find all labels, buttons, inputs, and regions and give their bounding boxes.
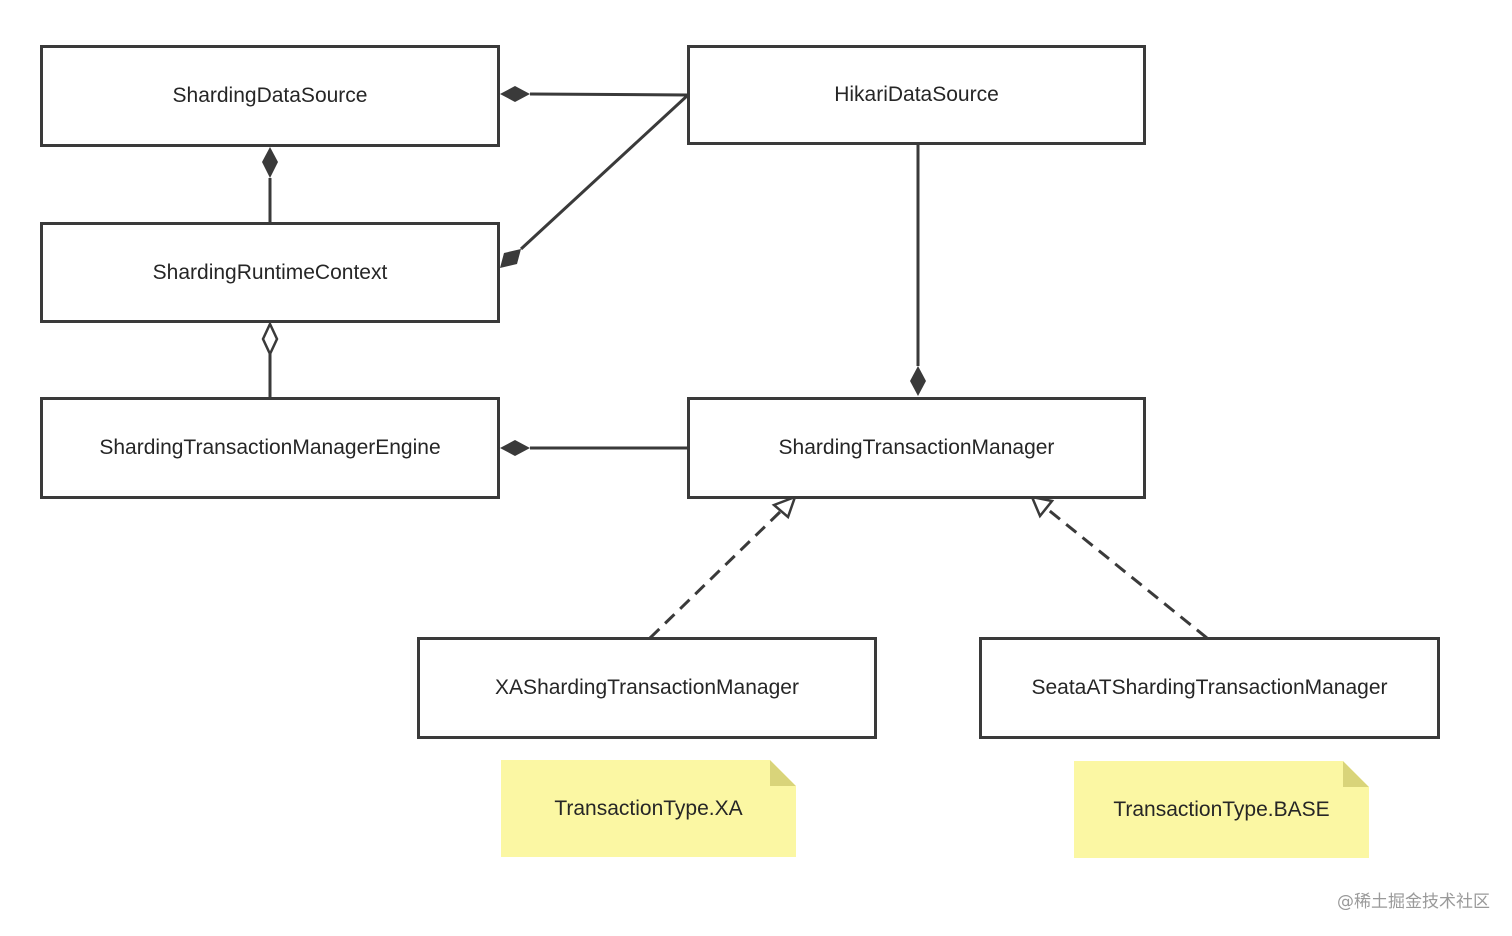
note-label: TransactionType.XA xyxy=(554,796,743,820)
class-box-seata-at-sharding-transaction-manager[interactable]: SeataATShardingTransactionManager xyxy=(979,637,1440,739)
composition-diamond-sharding-data-source-right xyxy=(500,86,530,102)
class-name-label: ShardingTransactionManagerEngine xyxy=(99,436,441,459)
composition-diamond-engine-right xyxy=(500,440,530,456)
class-name-label: HikariDataSource xyxy=(834,83,999,106)
link-hikari-to-sharding-data-source xyxy=(529,92,689,97)
composition-diamond-data-source-bottom xyxy=(262,147,278,178)
class-box-hikari-data-source[interactable]: HikariDataSource xyxy=(687,45,1146,145)
class-name-label: ShardingTransactionManager xyxy=(778,436,1055,459)
link-hikari-to-runtime-context xyxy=(519,93,690,251)
composition-diamond-runtime-context-right xyxy=(500,249,521,268)
note-transaction-type-xa[interactable]: TransactionType.XA xyxy=(501,760,796,857)
class-box-sharding-runtime-context[interactable]: ShardingRuntimeContext xyxy=(40,222,500,323)
note-label: TransactionType.BASE xyxy=(1113,797,1330,821)
composition-diamond-manager-top xyxy=(910,366,926,396)
class-name-label: ShardingDataSource xyxy=(172,84,368,107)
class-box-sharding-transaction-manager-engine[interactable]: ShardingTransactionManagerEngine xyxy=(40,397,500,499)
class-box-xa-sharding-transaction-manager[interactable]: XAShardingTransactionManager xyxy=(417,637,877,739)
link-seata-realizes-manager xyxy=(1045,506,1208,640)
class-name-label: SeataATShardingTransactionManager xyxy=(1031,676,1388,699)
link-xa-realizes-manager xyxy=(648,509,783,640)
realization-arrow-xa xyxy=(771,494,798,520)
class-name-label: ShardingRuntimeContext xyxy=(152,260,388,284)
class-box-sharding-transaction-manager[interactable]: ShardingTransactionManager xyxy=(687,397,1146,499)
class-box-sharding-data-source[interactable]: ShardingDataSource xyxy=(40,45,500,147)
watermark: @稀土掘金技术社区 xyxy=(1337,892,1490,912)
realization-arrow-seata xyxy=(1029,495,1055,519)
aggregation-diamond-runtime-context-bottom xyxy=(261,321,279,357)
class-name-label: XAShardingTransactionManager xyxy=(495,676,799,699)
note-transaction-type-base[interactable]: TransactionType.BASE xyxy=(1074,761,1369,858)
